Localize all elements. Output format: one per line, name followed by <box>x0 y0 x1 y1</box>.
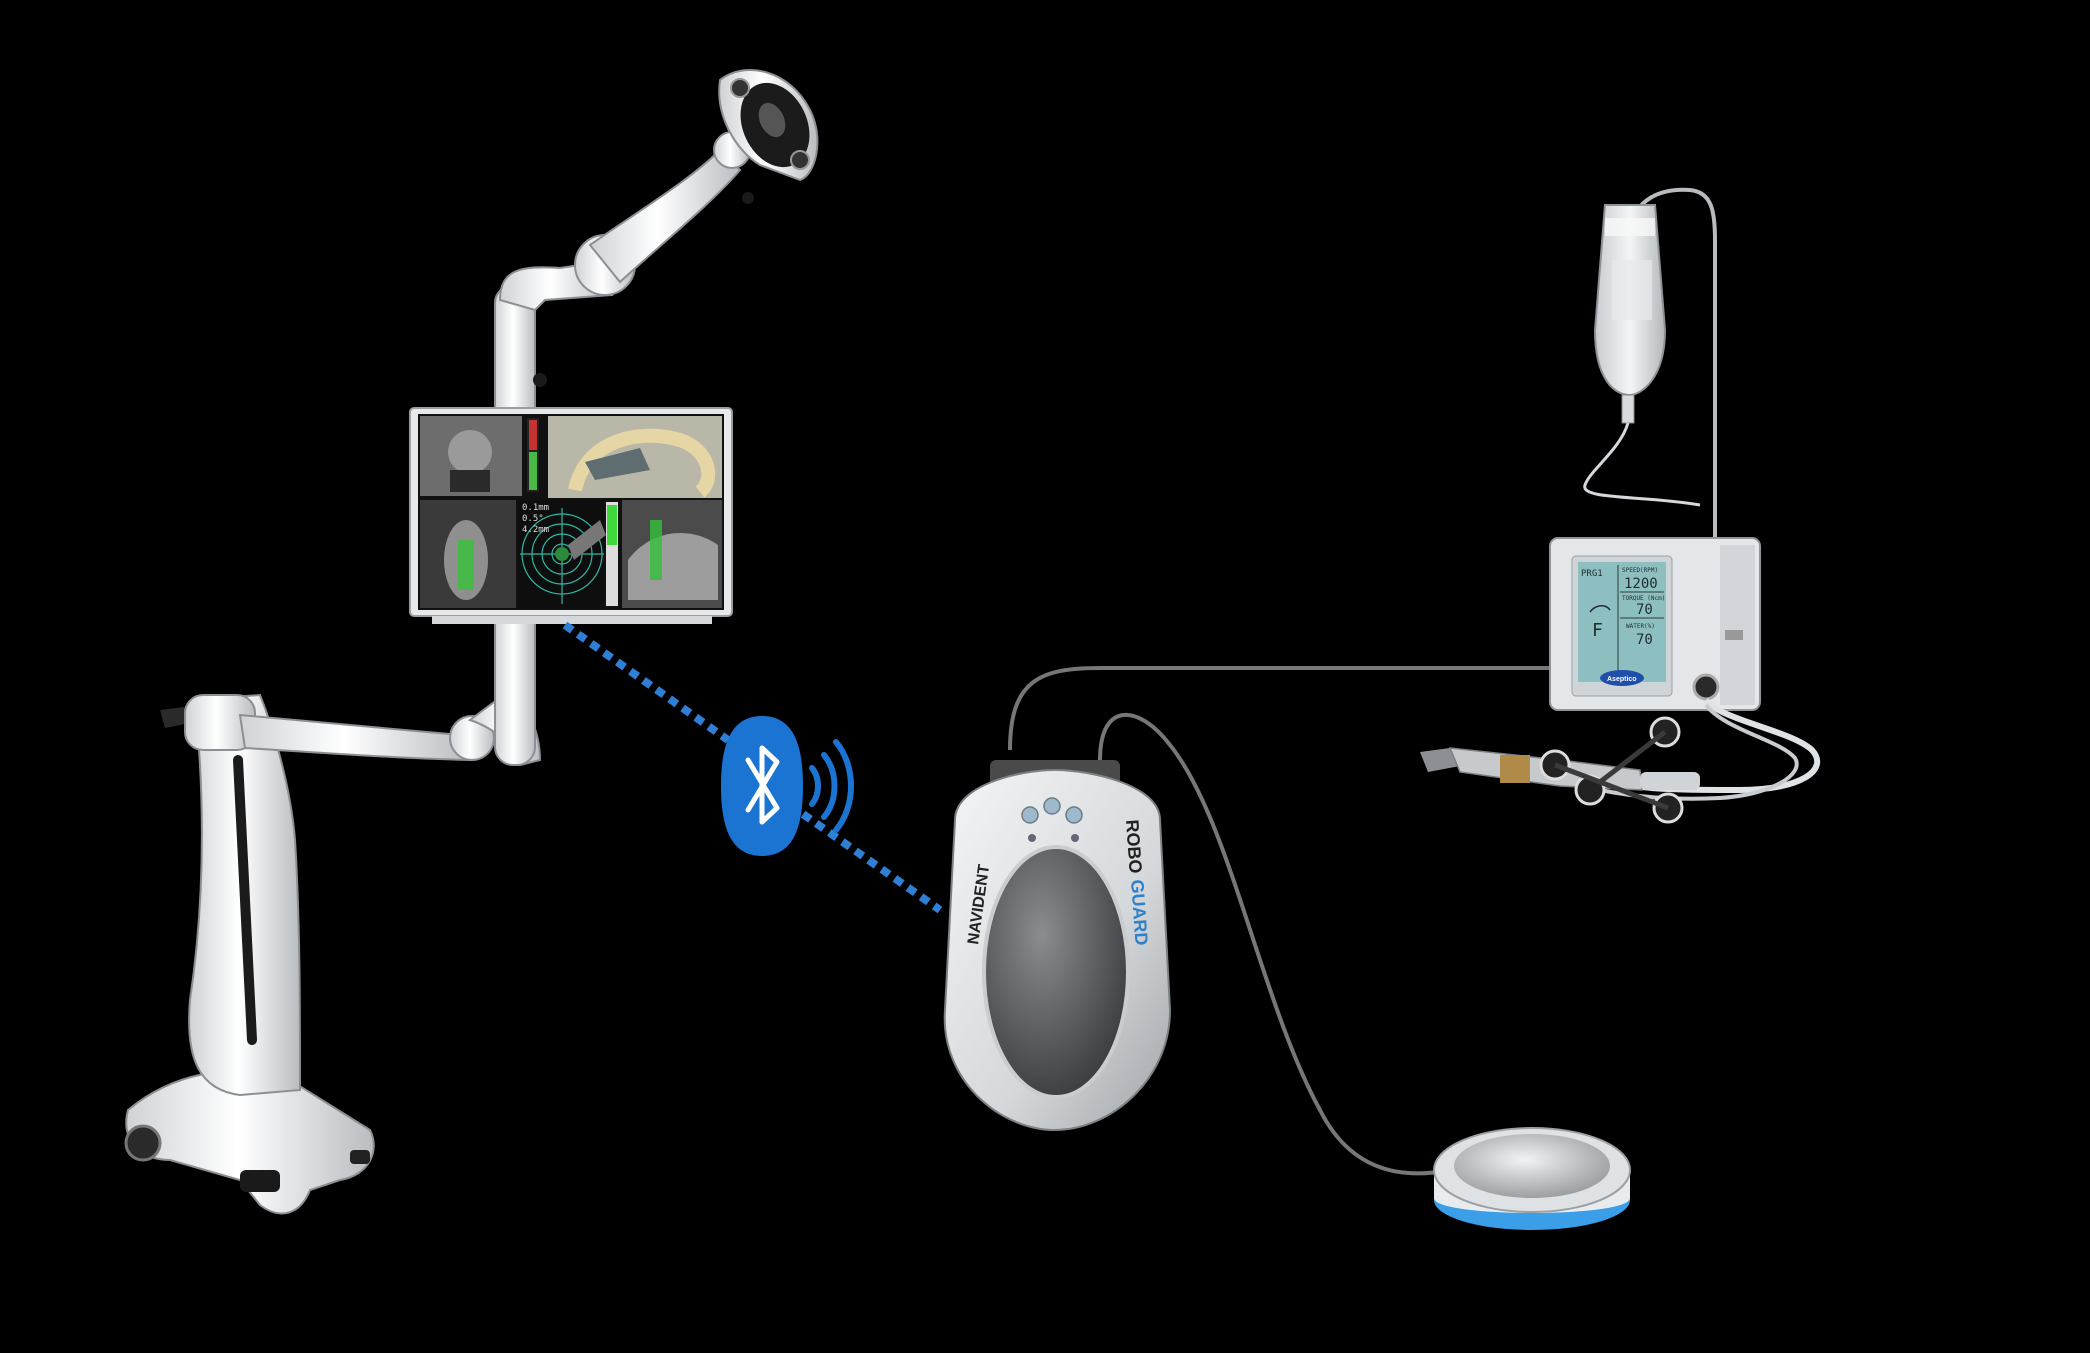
navigation-cart <box>124 69 819 1215</box>
touch-pad[interactable] <box>982 845 1130 1099</box>
irrigation-stand <box>1583 187 1717 540</box>
program-label: PRG1 <box>1581 569 1603 579</box>
controller-button-center[interactable] <box>1043 797 1061 815</box>
handpiece-assembly <box>1420 697 1821 824</box>
foot-pedal[interactable] <box>1433 1127 1631 1230</box>
caster-wheel-left <box>124 1124 162 1162</box>
robo-brand: ROBO <box>1122 819 1146 874</box>
guard-brand: GUARD <box>1127 879 1152 946</box>
angle-readout: 0.5° <box>522 514 544 524</box>
tracking-camera <box>718 69 819 204</box>
water-label: WATER(%) <box>1626 623 1655 630</box>
roboguard-controller: NAVIDENT ROBO GUARD <box>943 760 1172 1132</box>
speed-value: 1200 <box>1624 576 1658 592</box>
navigation-monitor: 0.1mm 0.5° 4.2mm <box>409 407 733 624</box>
offset-readout: 0.1mm <box>522 503 549 513</box>
signal-waves-icon <box>809 739 854 833</box>
bluetooth-icon <box>721 716 803 856</box>
motor-socket <box>1692 673 1720 701</box>
mode-letter: F <box>1592 620 1603 641</box>
indicator-led-left <box>1028 834 1036 842</box>
speed-label: SPEED(RPM) <box>1622 567 1658 574</box>
indicator-led-right <box>1071 834 1079 842</box>
water-value: 70 <box>1636 632 1653 648</box>
saline-bag <box>1593 204 1667 424</box>
caster-wheel-front <box>240 1170 280 1192</box>
wireless-link <box>562 621 943 914</box>
surgical-motor-unit: PRG1 SPEED(RPM) 1200 TORQUE (Ncm) 70 WAT… <box>1549 537 1761 711</box>
controller-button-left[interactable] <box>1021 806 1039 824</box>
torque-label: TORQUE (Ncm) <box>1622 595 1665 602</box>
motor-brand: Aseptico <box>1607 676 1637 683</box>
lcd-screen <box>1578 562 1666 682</box>
brand-badge <box>1600 670 1644 686</box>
controller-button-right[interactable] <box>1065 806 1083 824</box>
caster-wheel-right <box>350 1150 370 1164</box>
depth-readout: 4.2mm <box>522 525 549 535</box>
torque-value: 70 <box>1636 602 1653 618</box>
